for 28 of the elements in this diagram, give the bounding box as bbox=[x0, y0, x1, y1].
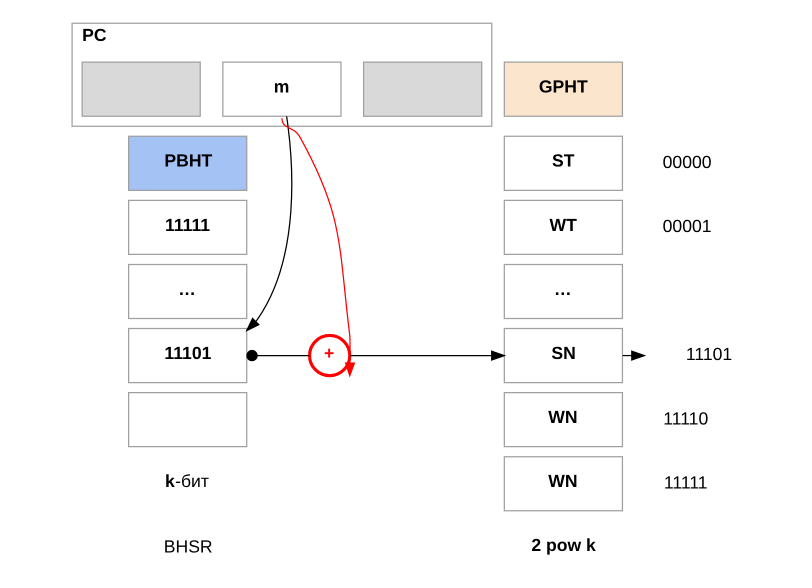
connector bbox=[246, 350, 310, 362]
node-box: 11111 bbox=[128, 200, 248, 256]
node-label: 11110 bbox=[663, 408, 708, 428]
node-label: k-бит bbox=[165, 471, 209, 492]
node-box: PBHT bbox=[128, 136, 248, 191]
node-box bbox=[82, 62, 201, 117]
node-box bbox=[362, 62, 482, 117]
node-circle: + bbox=[308, 334, 352, 378]
node-label: 00001 bbox=[662, 216, 712, 236]
node-box: ST bbox=[504, 136, 624, 191]
node-box: … bbox=[504, 264, 624, 320]
arrow bbox=[245, 116, 292, 332]
node-box: GPHT bbox=[504, 62, 624, 117]
arrow bbox=[281, 118, 356, 378]
arrow bbox=[350, 350, 506, 361]
label: BHSR bbox=[164, 536, 213, 556]
label: 2 pow k bbox=[531, 535, 596, 556]
node-box: WT bbox=[504, 200, 624, 256]
node-box: m bbox=[222, 62, 342, 117]
node-label: 00000 bbox=[662, 152, 712, 172]
node-box: … bbox=[128, 264, 248, 320]
node-box: 11101 bbox=[128, 328, 248, 384]
node-box: WN bbox=[504, 456, 624, 512]
node-box: SN bbox=[504, 328, 624, 384]
node-label: 11101 bbox=[686, 344, 732, 364]
node-box: WN bbox=[504, 392, 624, 448]
node-label: 11111 bbox=[664, 472, 708, 492]
node-box bbox=[128, 392, 248, 448]
